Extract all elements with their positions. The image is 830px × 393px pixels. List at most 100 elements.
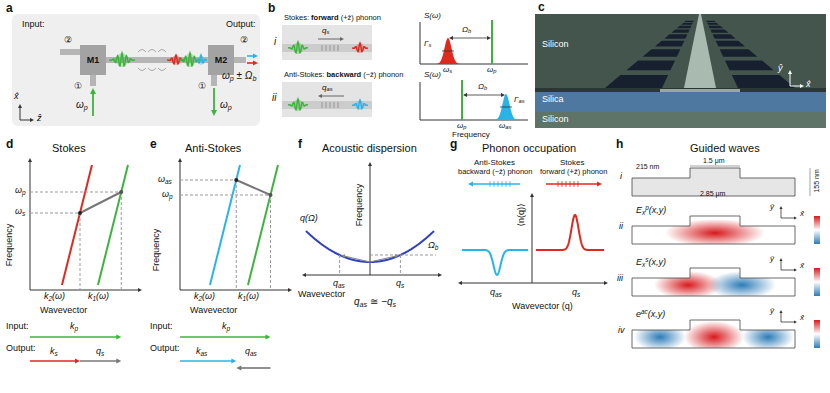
arrow-line: [180, 290, 289, 291]
label: i: [274, 36, 276, 47]
arrow-line: [370, 256, 396, 262]
dispersion-k1: [98, 165, 128, 285]
acoustic-dispersion: [306, 231, 434, 262]
field-lobe: [708, 271, 776, 299]
label: ii: [619, 222, 623, 232]
label: qs: [96, 347, 104, 357]
phonon-tick: [494, 181, 495, 187]
label: ωp: [162, 190, 173, 200]
label: ωs: [15, 207, 25, 217]
label: Wavevector: [190, 306, 237, 316]
label: Anti-Stokes: backward (−ẑ) phonon: [284, 71, 403, 79]
label: q(Ω): [300, 214, 318, 224]
waveguide-box: [282, 82, 372, 117]
waveguide-section: [660, 89, 740, 92]
arrow-head: [368, 162, 372, 166]
label: ks: [50, 347, 58, 357]
guide-dash: [400, 255, 401, 275]
label: Γs: [424, 40, 431, 49]
pump-line: [461, 80, 463, 120]
arrow-head: [18, 104, 22, 108]
packet-envelope: [195, 55, 207, 65]
electrode-segment: [626, 60, 675, 70]
label: ii: [272, 92, 276, 103]
arrow-line: [30, 161, 31, 290]
acoustic-arc: [158, 50, 166, 53]
label: e: [150, 138, 157, 151]
label: ωp ± Ωb: [222, 70, 256, 83]
field-ground: [630, 214, 798, 246]
dimension-line: [690, 166, 740, 167]
electrode-segment: [706, 21, 716, 22]
electrode-segment: [732, 75, 795, 88]
phonon-tick: [574, 181, 575, 187]
arrow-line: [318, 39, 341, 40]
field-map: [630, 266, 798, 299]
label: Ωb: [462, 26, 471, 35]
arrow-head: [302, 273, 306, 277]
dispersion-k1: [248, 165, 278, 285]
label: ②: [64, 36, 72, 46]
acoustic-arc: [158, 68, 166, 71]
label: ωas: [499, 122, 511, 131]
label: forward (+ẑ) phonon: [540, 168, 607, 176]
label: Guided waves: [690, 142, 760, 154]
arrow-line: [790, 86, 801, 87]
electrode-segment: [643, 49, 681, 56]
waveguide-box: [282, 25, 372, 60]
arrow-head: [75, 359, 80, 364]
label: ②: [240, 36, 248, 46]
label: ωs: [443, 66, 452, 75]
label: backward (−ẑ) phonon: [458, 168, 532, 176]
arrow-head: [604, 281, 608, 285]
arrow-head: [780, 206, 783, 209]
arrow-head: [231, 359, 236, 364]
electrode-segment: [707, 23, 719, 25]
arrow-line: [180, 161, 181, 290]
phonon-tick: [578, 181, 579, 187]
arrow-head: [449, 36, 453, 40]
arrow-head: [138, 288, 142, 292]
label: qas: [322, 84, 333, 93]
point: [234, 178, 238, 182]
guide-dash: [339, 255, 340, 275]
phonon-tick: [566, 181, 567, 187]
arrow-head: [468, 182, 473, 187]
label: ①: [198, 82, 206, 92]
packet-envelope: [352, 100, 368, 110]
phonon-tick: [502, 181, 503, 187]
arrow-line: [180, 336, 267, 338]
label: ŷ: [778, 64, 783, 74]
wave-packet: [288, 42, 308, 53]
arrow-head: [266, 335, 271, 340]
arrow-head: [178, 158, 182, 162]
label: Output:: [226, 20, 256, 30]
wave-packet: [352, 43, 368, 52]
label: x̂: [800, 314, 804, 323]
electrode-segment: [605, 75, 668, 88]
arrow-line: [781, 312, 782, 322]
label: d: [6, 138, 13, 151]
packet-envelope: [288, 42, 308, 54]
label: kp: [222, 322, 230, 332]
label: ŷ: [770, 203, 774, 212]
field-lobe: [665, 219, 765, 247]
label: ẑ: [37, 114, 42, 124]
arrow-head: [288, 288, 292, 292]
arrow-head: [236, 366, 241, 371]
label: ωas: [158, 175, 172, 185]
label: x̂: [14, 92, 19, 102]
label: 215 nm: [636, 163, 659, 171]
axis: [420, 82, 421, 120]
packet-envelope: [109, 53, 135, 67]
arrow-head: [116, 359, 121, 364]
label: Anti-Stokes: [185, 142, 241, 154]
phonon-tick: [510, 181, 511, 187]
label: Frequency: [5, 224, 15, 267]
label: Frequency: [355, 184, 365, 227]
packet-envelope: [352, 43, 368, 53]
electrode-segment: [716, 41, 745, 47]
arrow-line: [305, 275, 370, 276]
colorbar: [814, 268, 820, 296]
arrow-line: [370, 275, 439, 276]
